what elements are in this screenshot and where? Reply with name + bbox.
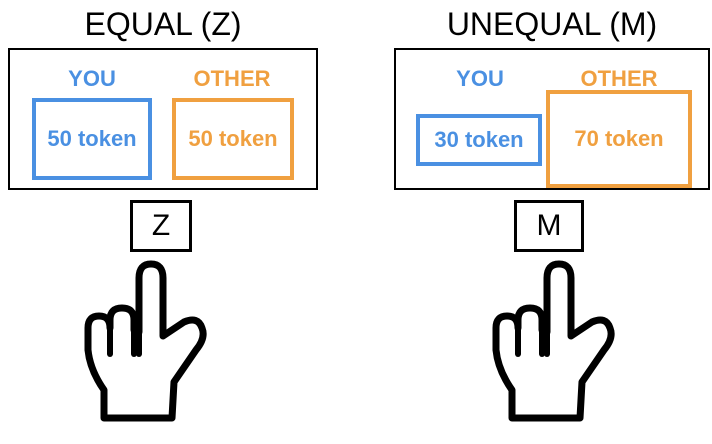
unequal-option-panel: [394, 48, 710, 190]
unequal-you-token-box: 30 token: [416, 114, 542, 166]
z-key: Z: [130, 200, 192, 252]
m-key: M: [514, 200, 584, 252]
unequal-other-label: OTHER: [580, 66, 658, 91]
unequal-other-token-box: 70 token: [546, 90, 692, 188]
pointing-hand-icon: [492, 260, 615, 422]
equal-option-panel: [8, 48, 318, 190]
equal-option-title: EQUAL (Z): [84, 6, 242, 42]
unequal-option-title: UNEQUAL (M): [446, 6, 658, 42]
equal-you-label: YOU: [68, 66, 116, 91]
equal-you-token-box: 50 token: [32, 98, 152, 180]
unequal-you-label: YOU: [456, 66, 504, 91]
pointing-hand-icon: [84, 260, 207, 422]
equal-other-token-box: 50 token: [172, 98, 294, 180]
equal-other-label: OTHER: [193, 66, 271, 91]
